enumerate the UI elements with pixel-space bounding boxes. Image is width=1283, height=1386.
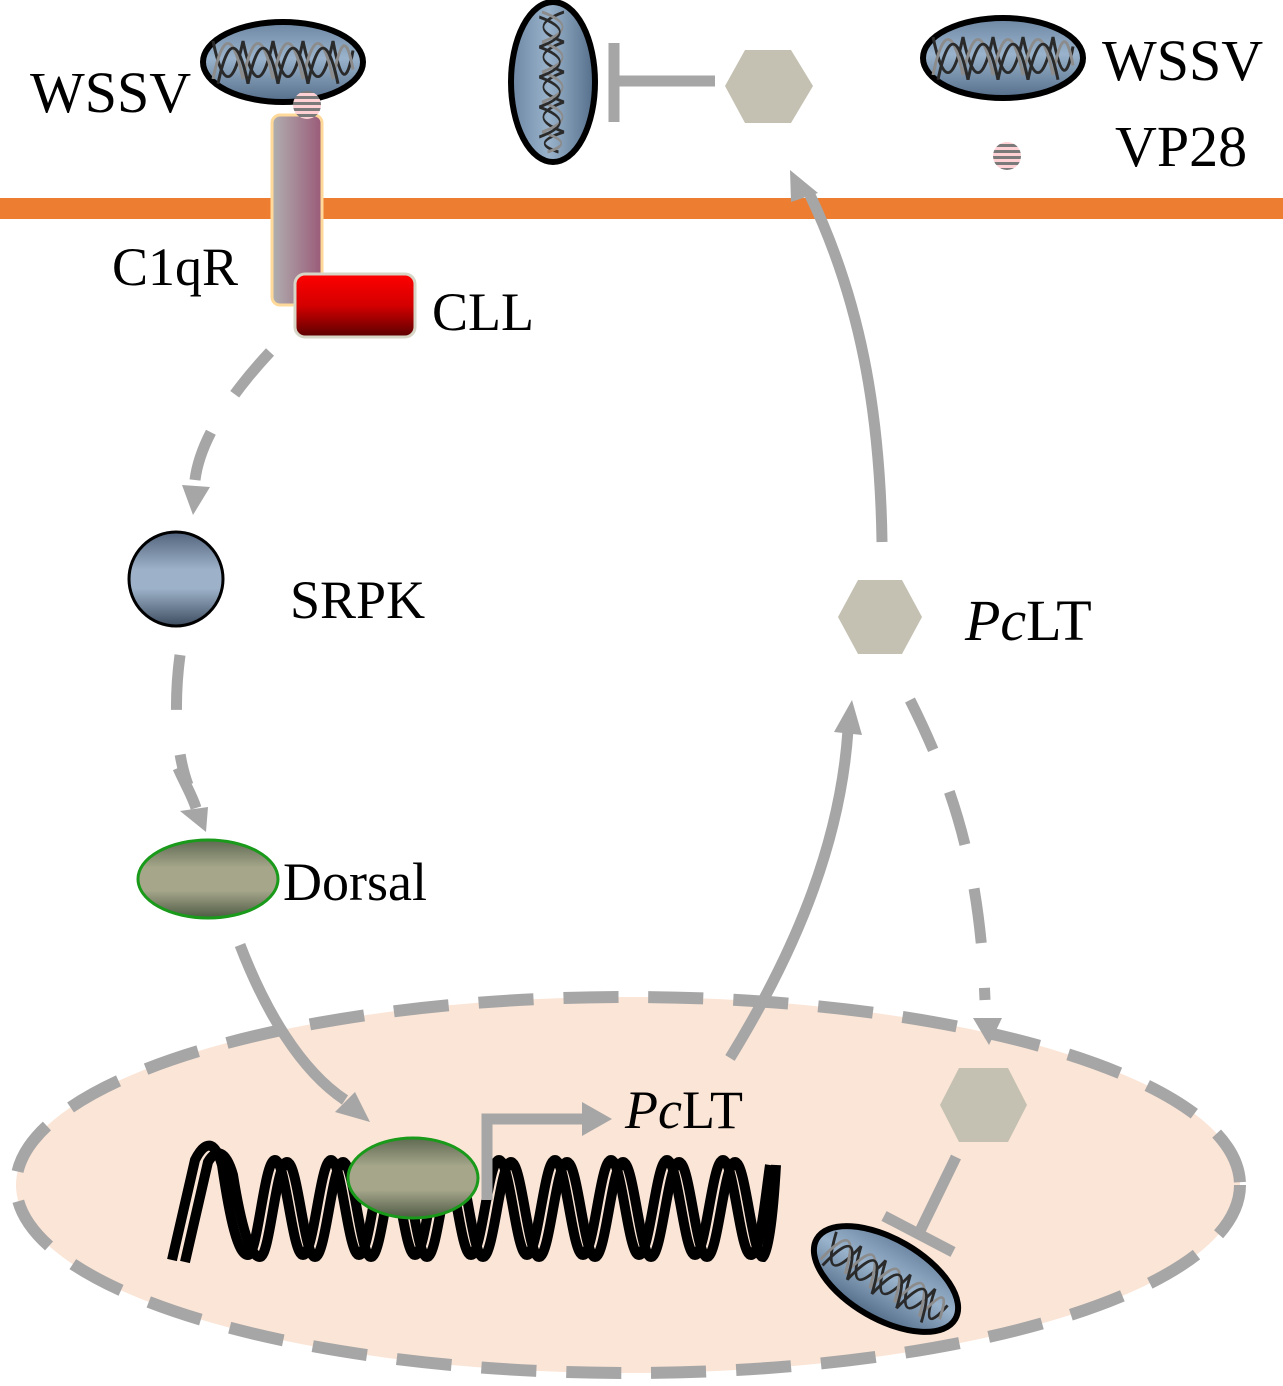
dorsal-transcription-factor [136,838,280,920]
wssv-legend-icon [920,15,1086,101]
dorsal-bound-promoter [346,1136,480,1220]
arrow-pclt-to-nucleus [905,697,1002,1045]
legend-wssv-label: WSSV [1102,28,1263,93]
vp28-legend-icon [993,142,1021,170]
wssv-virion-icon [200,19,366,105]
arrow-srpk-to-dorsal [171,654,208,832]
inhibition-nuclear [881,1154,961,1257]
arrow-gene-to-pclt [725,700,862,1061]
legend-vp28-label: VP28 [1115,114,1247,179]
wssv-virion-nuclear-icon [810,1223,962,1335]
srpk-kinase [127,530,225,628]
pclt-nuclear-hexagon [940,1068,1027,1142]
pclt-gene-dna [167,1140,781,1264]
pclt-label-italic: Pc [964,588,1026,653]
pclt-gene-label: PcLT [624,1080,743,1140]
vp28-protein-icon [293,91,321,119]
pclt-label: PcLT [964,588,1092,653]
pclt-gene-label-rest: LT [682,1080,743,1140]
wssv-label-left: WSSV [30,60,191,125]
dorsal-label: Dorsal [283,852,427,912]
cll-label: CLL [432,282,534,342]
cll-protein [293,272,417,339]
srpk-label: SRPK [290,570,425,630]
arrow-cll-to-srpk [182,348,275,515]
cell-membrane [0,198,1283,219]
c1qr-label: C1qR [112,237,238,297]
pclt-cytoplasmic-hexagon [838,580,922,654]
arrow-dorsal-to-promoter [234,943,370,1122]
wssv-virion-icon [508,0,598,165]
pclt-extracellular-hexagon [725,50,813,123]
pclt-label-rest: LT [1026,588,1092,653]
pclt-gene-label-italic: Pc [624,1080,682,1140]
transcription-start-arrow [481,1102,612,1200]
inhibition-extracellular [608,43,715,122]
arrow-pclt-secretion [790,170,888,543]
